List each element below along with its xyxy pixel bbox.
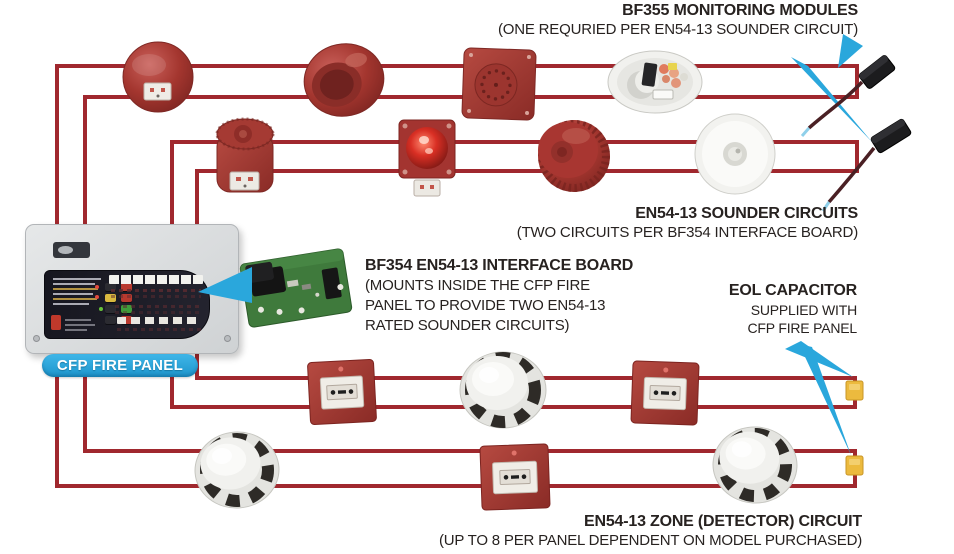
bf354-line1: (MOUNTS INSIDE THE CFP FIRE	[365, 277, 590, 294]
eol-callout-arrow-2	[799, 344, 851, 455]
eol-title: EOL CAPACITOR	[728, 282, 857, 299]
monitoring-connector-1	[800, 55, 896, 137]
zone-label-windows	[117, 317, 201, 324]
panel-logo	[53, 242, 90, 258]
panel-button[interactable]	[105, 294, 116, 302]
eol-line2: CFP FIRE PANEL	[747, 320, 858, 337]
manual-call-point	[479, 443, 551, 511]
smoke-detector	[712, 426, 798, 504]
sounder-circuits-subtitle: (TWO CIRCUITS PER BF354 INTERFACE BOARD)	[516, 224, 858, 242]
bf355-title: BF355 MONITORING MODULES	[622, 2, 858, 19]
sounder-circuits-title: EN54-13 SOUNDER CIRCUITS	[635, 205, 858, 222]
red-cone-sounder	[538, 120, 610, 192]
red-horn-sounder	[303, 43, 385, 117]
monitoring-connector-2	[821, 118, 912, 212]
zone-title: EN54-13 ZONE (DETECTOR) CIRCUIT	[584, 513, 862, 530]
power-led	[99, 307, 103, 311]
red-disc-sounder	[122, 41, 194, 113]
panel-screw	[33, 335, 40, 342]
zone-annotation: EN54-13 ZONE (DETECTOR) CIRCUIT (UP TO 8…	[439, 512, 862, 551]
bf355-subtitle: (ONE REQURIED PER EN54-13 SOUNDER CIRCUI…	[498, 21, 858, 39]
panel-button[interactable]	[105, 283, 116, 291]
eol-capacitor-1	[845, 380, 864, 401]
panel-button[interactable]	[105, 316, 116, 324]
zone-led-strip	[109, 275, 203, 284]
sounder-circuit-2-wire	[170, 140, 859, 240]
zone-subtitle: (UP TO 8 PER PANEL DEPENDENT ON MODEL PU…	[439, 532, 862, 550]
bf354-title: BF354 EN54-13 INTERFACE BOARD	[365, 257, 634, 274]
eol-annotation: EOL CAPACITOR SUPPLIED WITH CFP FIRE PAN…	[729, 281, 857, 337]
cfp-fire-panel	[25, 224, 239, 354]
red-square-sounder	[461, 47, 537, 121]
panel-screen-logo	[51, 315, 61, 330]
cfp-fire-panel-badge: CFP FIRE PANEL	[42, 354, 198, 377]
fire-led	[95, 285, 99, 289]
manual-call-point	[630, 360, 700, 426]
panel-button[interactable]	[121, 294, 132, 302]
bf354-interface-board	[239, 248, 353, 328]
white-sounder-base	[694, 113, 776, 195]
panel-button[interactable]	[121, 283, 132, 291]
panel-screw	[224, 335, 231, 342]
bf354-callout-arrow	[198, 267, 252, 303]
red-sounder-beacon	[215, 117, 275, 193]
manual-call-point	[307, 359, 377, 425]
sounder-circuit-1-wire	[55, 64, 859, 240]
smoke-detector	[459, 351, 547, 429]
panel-button[interactable]	[121, 305, 132, 313]
bf354-line2: PANEL TO PROVIDE TWO EN54-13	[365, 297, 606, 314]
panel-button[interactable]	[105, 305, 116, 313]
bf354-line3: RATED SOUNDER CIRCUITS)	[365, 317, 570, 334]
bf355-monitoring-module	[607, 50, 703, 114]
bf355-callout-arrow-1	[838, 34, 863, 68]
bf355-annotation: BF355 MONITORING MODULES (ONE REQURIED P…	[498, 1, 858, 40]
sounder-circuits-annotation: EN54-13 SOUNDER CIRCUITS (TWO CIRCUITS P…	[517, 204, 858, 243]
eol-capacitor-2	[845, 455, 864, 476]
bf355-callout-arrow-2	[791, 57, 872, 142]
fault-led	[95, 295, 99, 299]
red-square-beacon	[398, 119, 456, 197]
eol-line1: SUPPLIED WITH	[750, 302, 858, 319]
panel-display	[44, 270, 210, 339]
smoke-detector	[194, 431, 280, 509]
bf354-annotation: BF354 EN54-13 INTERFACE BOARD (MOUNTS IN…	[365, 256, 633, 336]
